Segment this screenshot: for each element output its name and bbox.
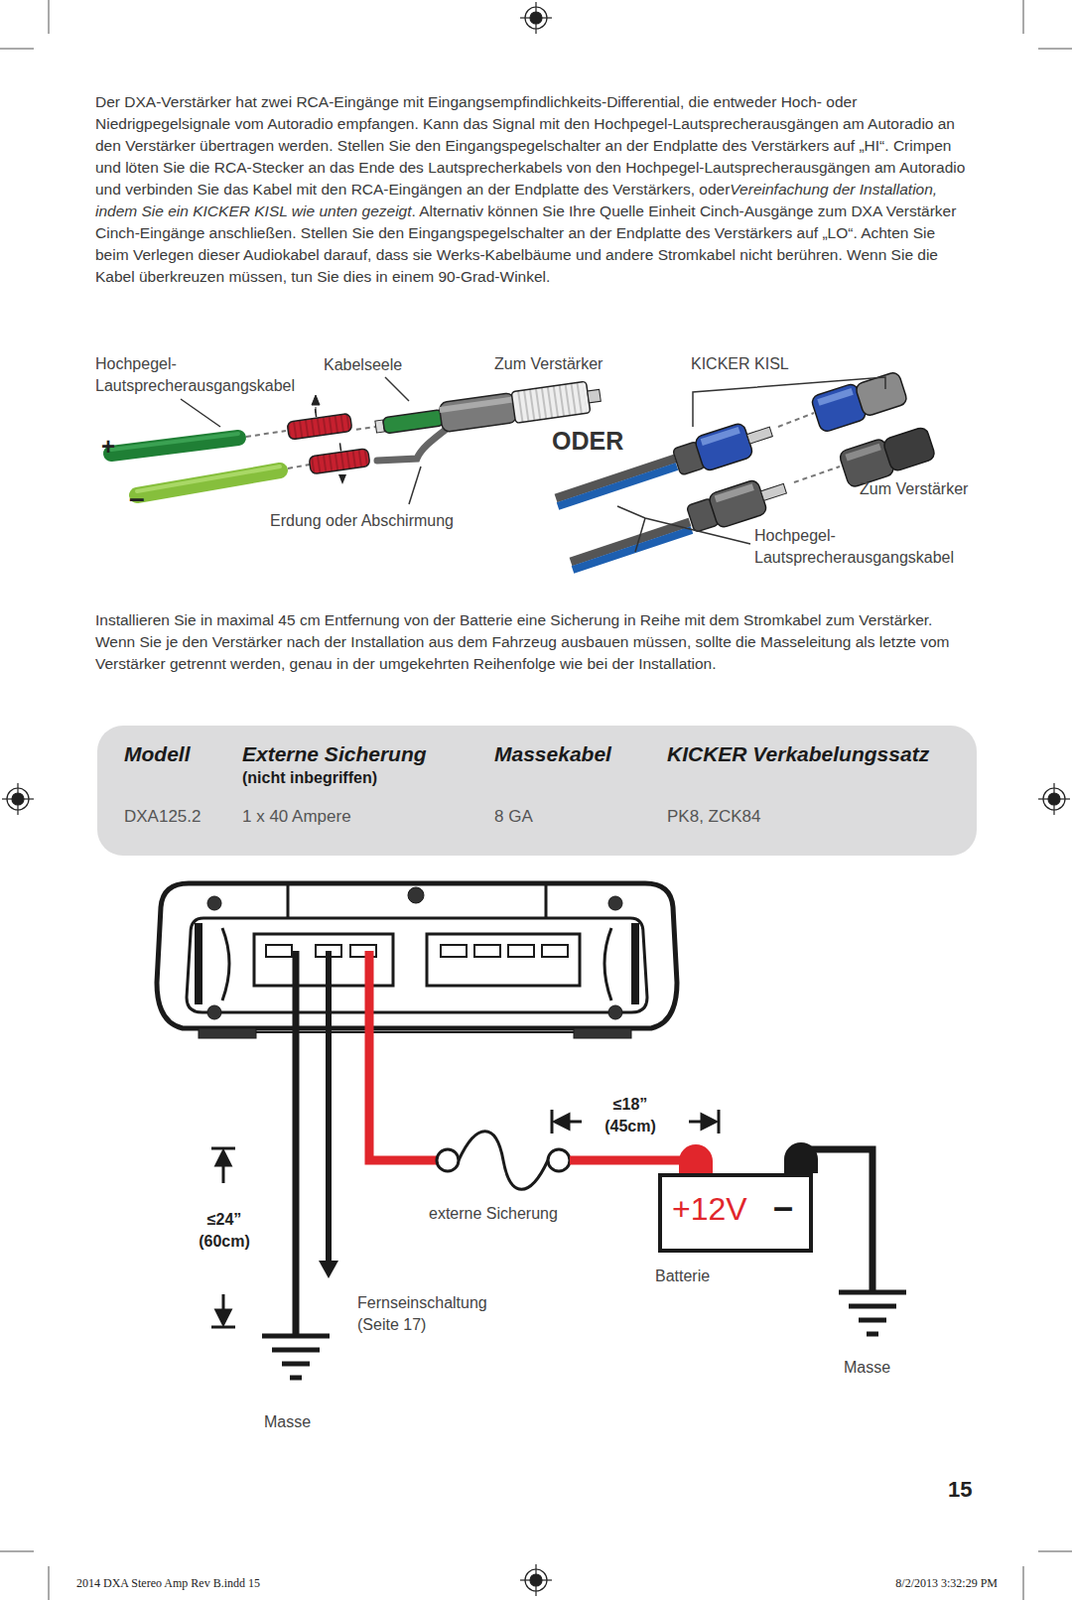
node-text: Massekabel: [494, 741, 612, 767]
node-text: PK8, ZCK84: [667, 805, 762, 827]
node-text: Modell: [124, 741, 191, 767]
diagram-label: 8/2/2013 3:32:29 PM: [853, 1572, 998, 1595]
diagram-label: ODER: [551, 426, 624, 456]
diagram-label: KICKER KISL: [690, 353, 790, 376]
diagram-label: Batterie: [655, 1265, 710, 1288]
diagram-label: Fernseinschaltung (Seite 17): [357, 1292, 517, 1337]
diagram-label: Erdung oder Abschirmung: [269, 510, 454, 533]
diagram-label: Zum Verstärker: [859, 478, 968, 501]
kisl-illustration: [555, 369, 938, 570]
diagram-label: Masse: [264, 1411, 311, 1434]
spec-table-panel: Modell Externe Sicherung(nicht inbegriffe…: [97, 725, 977, 856]
diagram-label: Zum Verstärker: [494, 353, 603, 376]
node-text: 1 x 40 Ampere: [242, 805, 352, 827]
node-text: 8 GA: [494, 805, 534, 827]
diagram-label: 15: [947, 1476, 972, 1503]
diagram-label: Hochpegel- Lautsprecherausgangskabel: [95, 353, 324, 398]
diagram-label: ≤24” (60cm): [188, 1208, 261, 1253]
rca-crimp-illustration: [111, 377, 603, 505]
diagram-label: –: [129, 482, 145, 515]
wiring: [295, 950, 873, 1335]
diagram-label: 2014 DXA Stereo Amp Rev B.indd 15: [76, 1572, 261, 1595]
node-text: Externe Sicherung: [242, 741, 427, 767]
node-text: DXA125.2: [124, 805, 202, 827]
diagram-label: Masse: [843, 1356, 891, 1379]
battery: +12V–: [658, 1173, 813, 1253]
body-paragraph: Der DXA-Verstärker hat zwei RCA-Eingänge…: [95, 91, 969, 288]
node-text: +12V: [671, 1191, 748, 1227]
ground-symbol: [262, 1292, 907, 1378]
body-paragraph: Installieren Sie in maximal 45 cm Entfer…: [95, 609, 969, 675]
amplifier: [156, 883, 677, 1039]
diagram-label: +: [101, 432, 116, 461]
node-text: (nicht inbegriffen): [242, 768, 378, 789]
node-text: –: [773, 1187, 794, 1227]
diagram-label: Hochpegel- Lautsprecherausgangskabel: [754, 525, 983, 569]
node-text: KICKER Verkabelungssatz: [667, 741, 930, 767]
diagram-label: externe Sicherung: [428, 1203, 558, 1225]
diagram-label: Kabelseele: [323, 354, 402, 377]
diagram-label: ≤18” (45cm): [587, 1093, 673, 1138]
